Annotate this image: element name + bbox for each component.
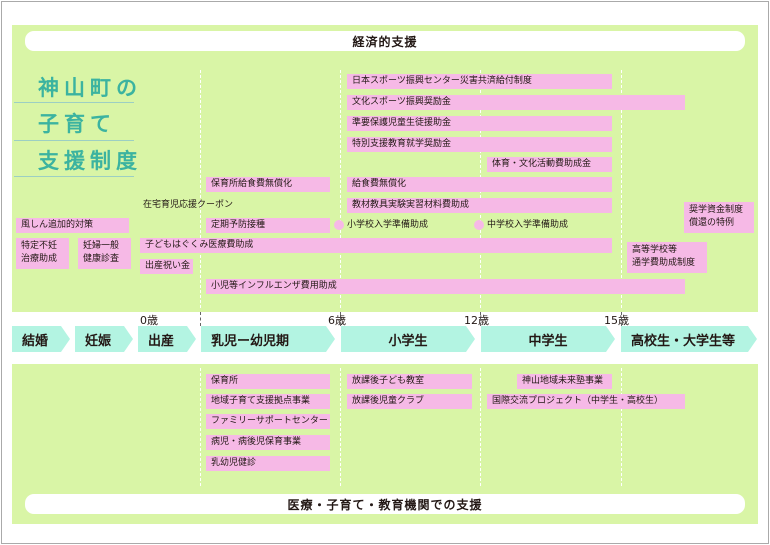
stage-junior: 中学生: [481, 326, 615, 352]
column-divider: [621, 368, 622, 486]
title-line-1: 神山町の: [38, 76, 142, 100]
age-12: 12歳: [464, 314, 489, 327]
age-tick: [621, 312, 622, 326]
title-rule: [14, 140, 134, 141]
semi-protect-bar: 準要保護児童生徒援助金: [347, 116, 612, 131]
flu-bar: 小児等インフルエンザ費用助成: [206, 279, 685, 294]
column-divider: [621, 70, 622, 308]
medical-support-header: 医療・子育て・教育機関での支援: [25, 494, 745, 514]
column-divider: [200, 70, 201, 308]
age-tick: [200, 312, 201, 326]
after-school-classroom-bar: 放課後子ども教室: [347, 374, 472, 389]
age-tick: [340, 312, 341, 326]
stage-elementary: 小学生: [341, 326, 475, 352]
nursery-bar: 保育所: [206, 374, 330, 389]
culture-activity-bar: 体育・文化活動費助成金: [487, 157, 612, 172]
age-tick: [480, 312, 481, 326]
column-divider: [340, 70, 341, 308]
stage-pregnancy: 妊娠: [75, 326, 133, 352]
scholarship-box: 奨学資金制度 償還の特例: [684, 202, 754, 233]
jhs-entry-label: 中学校入学準備助成: [487, 220, 569, 230]
pregnancy-checkup-box: 妊婦一般 健康診査: [78, 238, 131, 269]
intl-exchange-bar: 国際交流プロジェクト（中学生・高校生）: [487, 394, 685, 409]
family-support-bar: ファミリーサポートセンター: [206, 414, 330, 429]
special-edu-bar: 特別支援教育就学奨励金: [347, 137, 612, 152]
school-meal-bar: 給食費無償化: [347, 177, 612, 192]
after-school-club-bar: 放課後児童クラブ: [347, 394, 472, 409]
birth-gift-bar: 出産祝い金: [140, 259, 193, 274]
column-divider: [480, 368, 481, 486]
title-rule: [14, 176, 134, 177]
kamiyama-juku-bar: 神山地域未来塾事業: [517, 374, 612, 389]
jhs-entry-dot: [474, 220, 484, 230]
rubella-bar: 風しん追加的対策: [16, 218, 129, 233]
age-15: 15歳: [604, 314, 629, 327]
teaching-materials-bar: 教材教具実験実習材料費助成: [347, 198, 612, 213]
stage-birth: 出産: [138, 326, 196, 352]
local-hub-bar: 地域子育て支援拠点事業: [206, 394, 330, 409]
elem-entry-label: 小学校入学準備助成: [347, 220, 429, 230]
infertility-box: 特定不妊 治療助成: [16, 238, 69, 269]
economic-support-header: 経済的支援: [25, 31, 745, 51]
column-divider: [340, 368, 341, 486]
home-care-label: 在宅育児応援クーポン: [143, 200, 234, 210]
culture-sports-bar: 文化スポーツ振興奨励金: [347, 95, 685, 110]
title-rule: [14, 102, 134, 103]
hs-commute-box: 高等学校等 通学費助成制度: [627, 242, 707, 273]
column-divider: [200, 368, 201, 486]
title-line-2: 子育て: [38, 112, 116, 136]
age-0: 0歳: [140, 314, 158, 327]
stage-marriage: 結婚: [12, 326, 70, 352]
nursery-meal-bar: 保育所給食費無償化: [206, 177, 330, 192]
stage-infant: 乳児ー幼児期: [201, 326, 335, 352]
title-line-3: 支援制度: [38, 149, 142, 173]
sports-center-bar: 日本スポーツ振興センター災害共済給付制度: [347, 74, 612, 89]
sick-child-bar: 病児・病後児保育事業: [206, 435, 330, 450]
infant-checkup-bar: 乳幼児健診: [206, 456, 330, 471]
elem-entry-dot: [334, 220, 344, 230]
stage-high: 高校生・大学生等: [621, 326, 757, 352]
vaccination-bar: 定期予防接種: [206, 218, 330, 233]
child-medical-bar: 子どもはぐくみ医療費助成: [140, 238, 612, 253]
age-6: 6歳: [328, 314, 346, 327]
